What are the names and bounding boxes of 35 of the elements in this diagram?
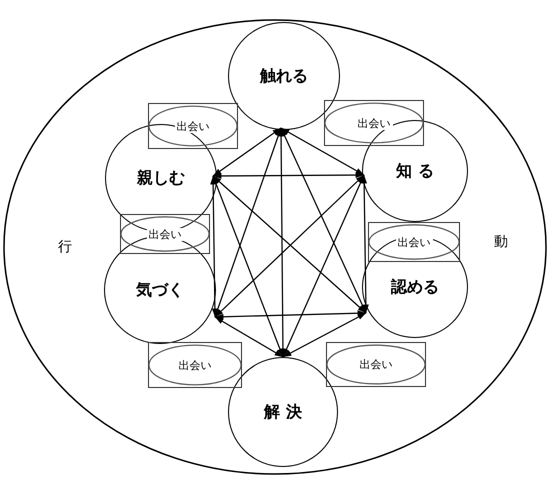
node-label: 出会い bbox=[358, 358, 394, 371]
node-label: 気づく bbox=[136, 280, 184, 300]
meeting-box bbox=[326, 342, 426, 387]
side-label: 動 bbox=[494, 233, 508, 251]
node-label: 出会い bbox=[176, 358, 214, 372]
node-label: 認める bbox=[391, 276, 439, 298]
double-arrow bbox=[282, 312, 366, 358]
node-label: 触れる bbox=[260, 66, 308, 86]
double-arrow bbox=[278, 128, 286, 357]
double-arrow bbox=[280, 127, 364, 176]
node-label: 解 決 bbox=[264, 402, 302, 422]
node-label: 出会い bbox=[356, 116, 392, 130]
node-label: 出会い bbox=[396, 236, 432, 248]
double-arrow bbox=[214, 316, 284, 358]
double-arrow bbox=[361, 175, 369, 313]
meeting-box bbox=[120, 214, 210, 254]
double-arrow bbox=[282, 174, 365, 358]
double-arrow bbox=[280, 128, 367, 314]
circle-node bbox=[228, 357, 338, 467]
meeting-box bbox=[324, 100, 424, 146]
double-arrow bbox=[214, 128, 282, 318]
node-label: 知 る bbox=[396, 160, 434, 182]
double-arrow bbox=[210, 176, 218, 317]
node-label: 親しむ bbox=[137, 168, 185, 188]
double-arrow bbox=[212, 176, 284, 358]
double-arrow bbox=[212, 128, 282, 176]
meeting-box bbox=[148, 342, 242, 388]
node-label: 出会い bbox=[146, 228, 184, 240]
side-label: 行 bbox=[58, 238, 72, 256]
meeting-box bbox=[368, 222, 460, 262]
node-label: 出会い bbox=[174, 120, 212, 132]
double-arrow bbox=[214, 310, 366, 320]
double-arrow bbox=[213, 172, 364, 179]
circle-node bbox=[228, 22, 340, 130]
meeting-box bbox=[148, 103, 238, 149]
